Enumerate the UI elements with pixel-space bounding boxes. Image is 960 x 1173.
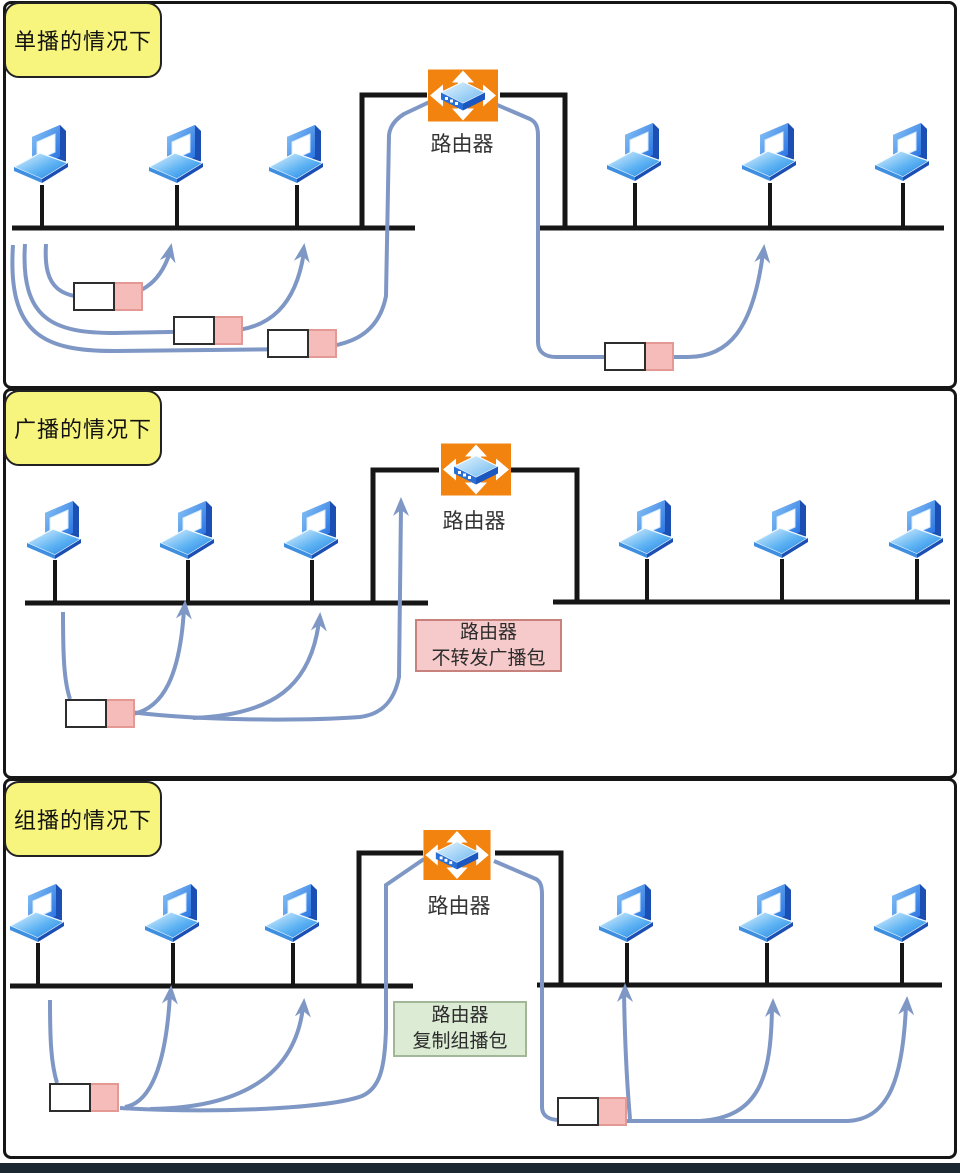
laptop-icon [595,880,659,944]
packet-box [604,342,674,371]
packet-box [73,282,143,311]
laptop-icon [280,497,344,561]
packet-header-part [115,282,143,311]
laptop-icon [141,880,205,944]
panel-broadcast: 路由器 路由器 不转发广播包 广播的情况下 [3,388,957,779]
packet-header-part [599,1097,627,1126]
panel-title-multicast: 组播的情况下 [4,781,162,857]
panel-unicast: 路由器 单播的情况下 [3,1,957,389]
laptop-icon [10,121,74,185]
router-cross-icon [422,830,492,884]
laptop-icon [750,496,814,560]
laptop-taps [53,559,919,603]
laptop-icon [6,880,70,944]
panel-title-unicast: 单播的情况下 [4,2,162,78]
broadcast-wires [25,467,950,722]
packet-data-part [557,1097,599,1126]
packet-box [557,1097,627,1126]
note-line: 不转发广播包 [431,646,546,669]
packet-data-part [65,699,107,728]
laptop-icon [156,497,220,561]
note-line: 复制组播包 [412,1030,508,1052]
note-router-copies-multicast: 路由器 复制组播包 [393,1001,527,1057]
ethernet-bus-lines [10,850,942,989]
panel-title-broadcast: 广播的情况下 [4,390,162,466]
note-router-no-broadcast: 路由器 不转发广播包 [415,619,562,672]
packet-flow-arrows [61,497,409,722]
packet-data-part [267,329,309,358]
note-line: 路由器 [431,1004,489,1027]
note-line: 路由器 [459,620,517,643]
packet-box [173,316,243,345]
laptop-icon [870,880,934,944]
packet-data-part [604,342,646,371]
router-label: 路由器 [442,509,506,533]
laptop-taps [40,183,905,228]
ethernet-bus-lines [12,92,944,231]
laptop-icon [615,496,679,560]
laptop-icon [738,119,802,183]
router-cross-icon [428,69,498,126]
packet-data-part [49,1083,91,1112]
packet-data-part [73,282,115,311]
multicast-wires [10,850,942,1123]
ethernet-bus-lines [25,467,950,606]
router-cross-icon [441,443,511,500]
laptop-icon [265,121,329,185]
packet-box [65,699,135,728]
laptop-icon [23,497,87,561]
packet-box [267,329,337,358]
laptop-icon [735,880,799,944]
router-label: 路由器 [430,132,494,156]
packet-header-part [91,1083,119,1112]
laptop-icon [871,119,935,183]
packet-header-part [309,329,337,358]
packet-data-part [173,316,215,345]
packet-header-part [215,316,243,345]
packet-flow-arrows [48,857,915,1123]
bottom-edge-bar [0,1163,960,1173]
laptop-icon [885,496,949,560]
packet-header-part [107,699,135,728]
laptop-taps [36,943,904,986]
laptop-icon [261,880,325,944]
laptop-icon [145,121,209,185]
laptop-icon [603,119,667,183]
packet-header-part [646,342,674,371]
router-label: 路由器 [427,894,491,918]
packet-box [49,1083,119,1112]
panel-multicast: 路由器 路由器 复制组播包 组播的情况下 [3,778,957,1159]
